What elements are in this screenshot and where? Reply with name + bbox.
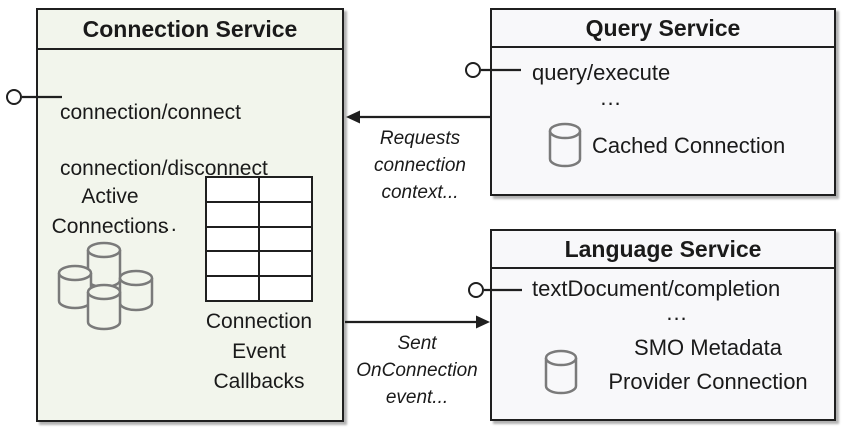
callbacks-label: Connection Event Callbacks bbox=[205, 310, 313, 393]
callbacks-table-cell bbox=[207, 178, 258, 201]
cluster-cylinder-back bbox=[86, 241, 122, 289]
language-service-title: Language Service bbox=[492, 231, 834, 269]
sent-arrow-label: Sent OnConnection event... bbox=[356, 333, 478, 408]
cluster-cylinder-front bbox=[86, 283, 122, 331]
connection-service-title: Connection Service bbox=[38, 10, 342, 50]
callbacks-table-cell bbox=[260, 277, 311, 300]
callbacks-table-cell bbox=[207, 252, 258, 276]
callbacks-table bbox=[205, 176, 313, 302]
arrow-sent-onconnection-event bbox=[345, 315, 490, 329]
arrow-requests-connection-context bbox=[346, 110, 490, 124]
callbacks-table-cell bbox=[207, 227, 258, 251]
connection-service-box: Connection Service connection/connect co… bbox=[36, 8, 344, 422]
methods-ellipsis: ... bbox=[157, 213, 178, 236]
query-service-box: Query Service query/execute ... Cached C… bbox=[490, 8, 836, 196]
method-connection-connect: connection/connect bbox=[60, 101, 241, 124]
query-methods-ellipsis: ... bbox=[600, 85, 622, 110]
connection-service-methods: connection/connect connection/disconnect… bbox=[60, 71, 275, 267]
language-methods-ellipsis: ... bbox=[666, 300, 688, 325]
cluster-cylinder-left bbox=[57, 264, 93, 310]
cached-connection-label: Cached Connection bbox=[592, 133, 786, 158]
method-query-execute: query/execute bbox=[532, 60, 671, 85]
method-textdocument-completion: textDocument/completion bbox=[532, 276, 781, 301]
callbacks-table-cell bbox=[207, 277, 258, 300]
method-connection-disconnect: connection/disconnect bbox=[60, 157, 268, 180]
cluster-cylinder-right bbox=[118, 269, 154, 312]
callbacks-table-cell bbox=[260, 227, 311, 251]
requests-arrow-label: Requests connection context... bbox=[374, 128, 466, 203]
database-icon bbox=[544, 349, 578, 395]
callbacks-table-cell bbox=[207, 202, 258, 226]
callbacks-table-cell bbox=[260, 202, 311, 226]
language-service-box: Language Service textDocument/completion… bbox=[490, 229, 836, 421]
database-cluster-icon bbox=[56, 240, 156, 332]
active-connections-label: Active Connections bbox=[51, 185, 169, 238]
callbacks-table-cell bbox=[260, 252, 311, 276]
query-service-title: Query Service bbox=[492, 10, 834, 48]
callbacks-table-cell bbox=[260, 178, 311, 201]
database-icon bbox=[548, 122, 582, 168]
smo-metadata-provider-label: SMO Metadata Provider Connection bbox=[608, 335, 808, 394]
